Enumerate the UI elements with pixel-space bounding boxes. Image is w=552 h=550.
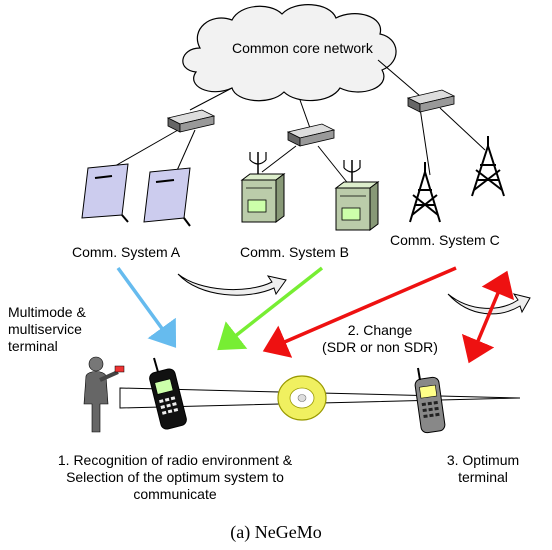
system-c-label: Comm. System C	[390, 232, 500, 248]
optimum-terminal-label: 3. Optimum terminal	[438, 452, 528, 486]
multimode-terminal-label: Multimode & multiservice terminal	[8, 304, 118, 355]
terminal-a2	[143, 167, 191, 227]
system-b-label: Comm. System B	[240, 244, 349, 260]
tower-c2	[471, 136, 505, 197]
recognition-line-1: 1. Recognition of radio environment &	[57, 452, 293, 468]
core-network-label: Common core network	[232, 40, 373, 56]
multimode-line-1: Multimode &	[8, 304, 86, 320]
user-figure	[83, 356, 125, 433]
multimode-line-2: multiservice	[8, 321, 82, 337]
terminal-a1	[81, 163, 129, 223]
recognition-label: 1. Recognition of radio environment & Se…	[20, 452, 330, 503]
figure-caption: (a) NeGeMo	[230, 522, 322, 542]
arrow-system-b	[217, 266, 324, 351]
router-b	[286, 123, 336, 147]
swap-arrow-ab	[177, 273, 287, 296]
tower-c1	[409, 162, 441, 223]
multimode-line-3: terminal	[8, 338, 58, 354]
network-links	[107, 59, 486, 187]
arrow-optimum-terminal	[461, 270, 515, 364]
optimum-line-2: terminal	[458, 469, 508, 485]
server-b2	[334, 160, 380, 231]
recognition-line-2: Selection of the optimum system to	[66, 469, 284, 485]
mobile-phone-2	[414, 367, 446, 434]
arrow-system-c	[262, 266, 457, 358]
recognition-line-3: communicate	[133, 486, 217, 502]
change-line-1: 2. Change	[347, 322, 413, 338]
core-network-cloud	[182, 4, 397, 102]
mobile-phone-1	[149, 357, 187, 430]
router-a	[166, 109, 216, 133]
software-disc	[277, 375, 327, 421]
system-a-label: Comm. System A	[72, 244, 181, 260]
change-line-2: (SDR or non SDR)	[322, 339, 438, 355]
server-b1	[240, 152, 286, 223]
arrow-system-a	[116, 266, 177, 348]
optimum-line-1: 3. Optimum	[446, 452, 520, 468]
router-c	[406, 89, 456, 113]
change-label: 2. Change (SDR or non SDR)	[300, 322, 460, 356]
